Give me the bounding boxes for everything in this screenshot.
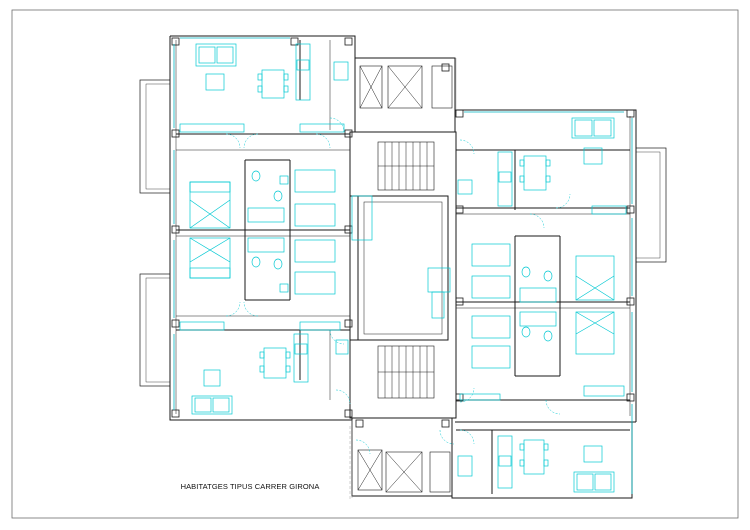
- sofa: [573, 471, 615, 493]
- bed-single: [294, 169, 336, 193]
- bathtub: [519, 287, 557, 303]
- coffee-table: [583, 445, 603, 463]
- toilet: [273, 258, 283, 270]
- bathtub: [247, 237, 285, 253]
- bed-single: [471, 345, 511, 369]
- bed-double: [189, 181, 231, 229]
- fixtures-and-furniture: [179, 43, 627, 493]
- toilet: [521, 326, 531, 338]
- coffee-table: [205, 73, 225, 91]
- core-detail: [349, 58, 457, 500]
- bed-single: [471, 315, 511, 339]
- kitchen-counter: [295, 43, 311, 101]
- upper-lift-block: [354, 57, 456, 133]
- kitchen-counter: [293, 333, 309, 383]
- stair-core-outline: [349, 131, 457, 419]
- sofa: [191, 395, 233, 415]
- door-swings: [225, 117, 571, 455]
- lower-lift-block: [351, 417, 453, 497]
- toilet: [273, 190, 283, 202]
- dining-table: [261, 69, 285, 99]
- bed-double: [575, 255, 615, 301]
- bathtub: [519, 311, 557, 327]
- dining-table: [523, 155, 547, 191]
- bed-single: [294, 239, 336, 263]
- sofa: [571, 117, 615, 139]
- wardrobe: [179, 123, 245, 133]
- bed-single: [471, 275, 511, 299]
- sofa: [195, 43, 237, 67]
- drawing-caption: HABITATGES TIPUS CARRER GIRONA: [180, 482, 320, 491]
- coffee-table: [583, 147, 603, 165]
- coffee-table: [203, 369, 221, 387]
- bed-double: [575, 311, 615, 355]
- sheet-frame: [11, 9, 739, 519]
- toilet: [543, 270, 553, 282]
- bed-single: [294, 271, 336, 295]
- balcony-left-bottom: [139, 273, 171, 387]
- bathtub: [247, 207, 285, 223]
- stair-treads: [378, 142, 434, 398]
- bed-single: [471, 243, 511, 267]
- toilet: [543, 330, 553, 342]
- toilet: [251, 256, 261, 268]
- building-walls: [139, 35, 667, 499]
- balcony-right: [635, 147, 667, 263]
- dining-table: [523, 439, 545, 475]
- balcony-left-top: [139, 79, 171, 194]
- toilet: [521, 266, 531, 278]
- facade-glazing: [173, 37, 633, 494]
- column-markers: [171, 37, 635, 428]
- dining-table: [263, 347, 287, 379]
- kitchen-counter: [497, 151, 513, 207]
- kitchen-counter: [497, 435, 513, 489]
- bed-single: [294, 203, 336, 227]
- toilet: [251, 170, 261, 182]
